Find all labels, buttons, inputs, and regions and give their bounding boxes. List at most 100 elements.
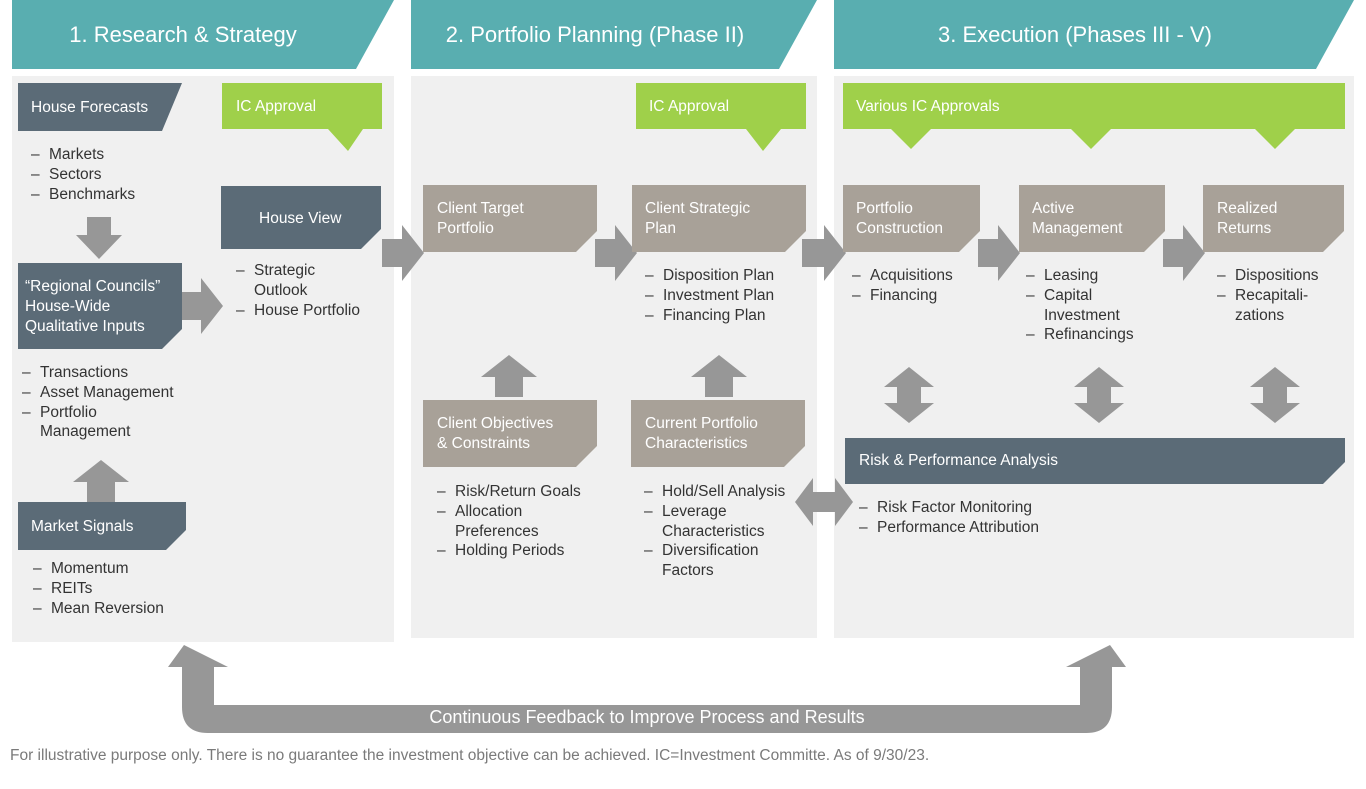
client-objectives-line: & Constraints (437, 435, 531, 452)
client-target-line: Portfolio (437, 220, 494, 237)
arrow-up-icon (481, 355, 537, 397)
ic-approval-callout (222, 83, 382, 151)
client-target-label: Client Target Portfolio (437, 199, 524, 239)
client-target-line: Client Target (437, 200, 524, 217)
arrow-left-right-icon (795, 478, 853, 526)
header-research-title: 1. Research & Strategy (69, 21, 297, 47)
list-item: Benchmarks (31, 185, 191, 205)
feedback-loop-arrow (168, 645, 1126, 733)
active-management-list: Leasing Capital Investment Refinancings (1026, 266, 1166, 345)
house-view-label: House View (259, 210, 342, 227)
list-item: Hold/Sell Analysis (644, 482, 804, 502)
client-objectives-box (423, 400, 597, 467)
risk-performance-box (845, 438, 1345, 484)
risk-performance-label: Risk & Performance Analysis (859, 452, 1058, 469)
client-strategic-line: Plan (645, 220, 677, 237)
header-execution: 3. Execution (Phases III - V) (834, 0, 1354, 69)
client-strategic-line: Client Strategic (645, 200, 751, 217)
list-item: Allocation Preferences (437, 502, 565, 542)
current-portfolio-list: Hold/Sell Analysis Leverage Characterist… (644, 482, 804, 581)
market-signals-box (18, 502, 186, 550)
feedback-label: Continuous Feedback to Improve Process a… (429, 707, 865, 727)
list-item: REITs (33, 579, 193, 599)
active-management-box (1019, 185, 1165, 252)
header-planning: 2. Portfolio Planning (Phase II) (411, 0, 817, 69)
client-strategic-list: Disposition Plan Investment Plan Financi… (645, 266, 815, 325)
active-management-line: Management (1032, 220, 1123, 237)
portfolio-construction-label: Portfolio Construction (856, 199, 943, 239)
list-item: Refinancings (1026, 325, 1166, 345)
arrow-up-icon (691, 355, 747, 397)
header-planning-shape (411, 0, 817, 69)
regional-councils-line: House-Wide (25, 298, 111, 315)
client-objectives-line: Client Objectives (437, 415, 554, 432)
current-portfolio-line: Characteristics (645, 435, 748, 452)
list-item: Momentum (33, 559, 193, 579)
various-ic-approvals-label: Various IC Approvals (856, 98, 1000, 115)
active-management-label: Active Management (1032, 199, 1122, 239)
portfolio-construction-box (843, 185, 980, 252)
regional-councils-label: “Regional Councils” House-Wide Qualitati… (25, 277, 160, 337)
list-item: Portfolio Management (22, 403, 150, 443)
arrow-right-icon (1163, 225, 1205, 281)
list-item: House Portfolio (236, 301, 386, 321)
list-item: Risk/Return Goals (437, 482, 607, 502)
list-item: Risk Factor Monitoring (859, 498, 1079, 518)
active-management-line: Active (1032, 200, 1075, 217)
realized-returns-box (1203, 185, 1344, 252)
list-item: Recapitali-zations (1217, 286, 1317, 326)
ic-approval-callout (636, 83, 806, 151)
realized-returns-line: Returns (1217, 220, 1272, 237)
footnote: For illustrative purpose only. There is … (10, 747, 930, 764)
arrow-up-down-icon (884, 367, 934, 423)
arrow-right-icon (382, 225, 424, 281)
regional-councils-line: “Regional Councils” (25, 278, 161, 295)
list-item: Dispositions (1217, 266, 1347, 286)
list-item: Holding Periods (437, 541, 607, 561)
house-forecasts-box (18, 83, 182, 131)
header-research-shape (12, 0, 394, 69)
arrow-right-icon (978, 225, 1020, 281)
list-item: Asset Management (22, 383, 192, 403)
list-item: Leverage Characteristics (644, 502, 774, 542)
list-item: Markets (31, 145, 191, 165)
regional-councils-box (18, 263, 182, 349)
list-item: Acquisitions (852, 266, 982, 286)
list-item: Sectors (31, 165, 191, 185)
list-item: Diversification Factors (644, 541, 774, 581)
header-research: 1. Research & Strategy (12, 0, 394, 69)
portfolio-construction-line: Portfolio (856, 200, 913, 217)
realized-returns-line: Realized (1217, 200, 1278, 217)
portfolio-construction-line: Construction (856, 220, 944, 237)
various-ic-approvals-callout (843, 83, 1345, 149)
header-execution-title: 3. Execution (Phases III - V) (938, 21, 1212, 47)
ic-approval-label: IC Approval (649, 98, 730, 115)
list-item: Mean Reversion (33, 599, 193, 619)
arrow-right-icon (802, 225, 846, 281)
list-item: Capital Investment (1026, 286, 1124, 326)
current-portfolio-box (631, 400, 805, 467)
arrow-up-down-icon (1250, 367, 1300, 423)
list-item: Financing Plan (645, 306, 815, 326)
client-objectives-list: Risk/Return Goals Allocation Preferences… (437, 482, 607, 561)
client-strategic-box (632, 185, 806, 252)
arrow-up-down-icon (1074, 367, 1124, 423)
header-execution-shape (834, 0, 1354, 69)
realized-returns-label: Realized Returns (1217, 199, 1277, 239)
client-objectives-label: Client Objectives & Constraints (437, 414, 553, 454)
regional-councils-list: Transactions Asset Management Portfolio … (22, 363, 192, 442)
arrow-up-icon (73, 460, 129, 502)
house-view-list: Strategic Outlook House Portfolio (236, 261, 386, 320)
current-portfolio-line: Current Portfolio (645, 415, 758, 432)
realized-returns-list: Dispositions Recapitali-zations (1217, 266, 1347, 325)
panel-execution (834, 76, 1354, 638)
header-planning-title: 2. Portfolio Planning (Phase II) (445, 21, 745, 47)
house-forecasts-list: Markets Sectors Benchmarks (31, 145, 191, 204)
arrow-right-icon (181, 278, 223, 334)
current-portfolio-label: Current Portfolio Characteristics (645, 414, 758, 454)
arrow-down-icon (76, 217, 122, 259)
list-item: Transactions (22, 363, 192, 383)
regional-councils-line: Qualitative Inputs (25, 318, 145, 335)
risk-performance-list: Risk Factor Monitoring Performance Attri… (859, 498, 1079, 538)
house-forecasts-label: House Forecasts (31, 99, 149, 116)
